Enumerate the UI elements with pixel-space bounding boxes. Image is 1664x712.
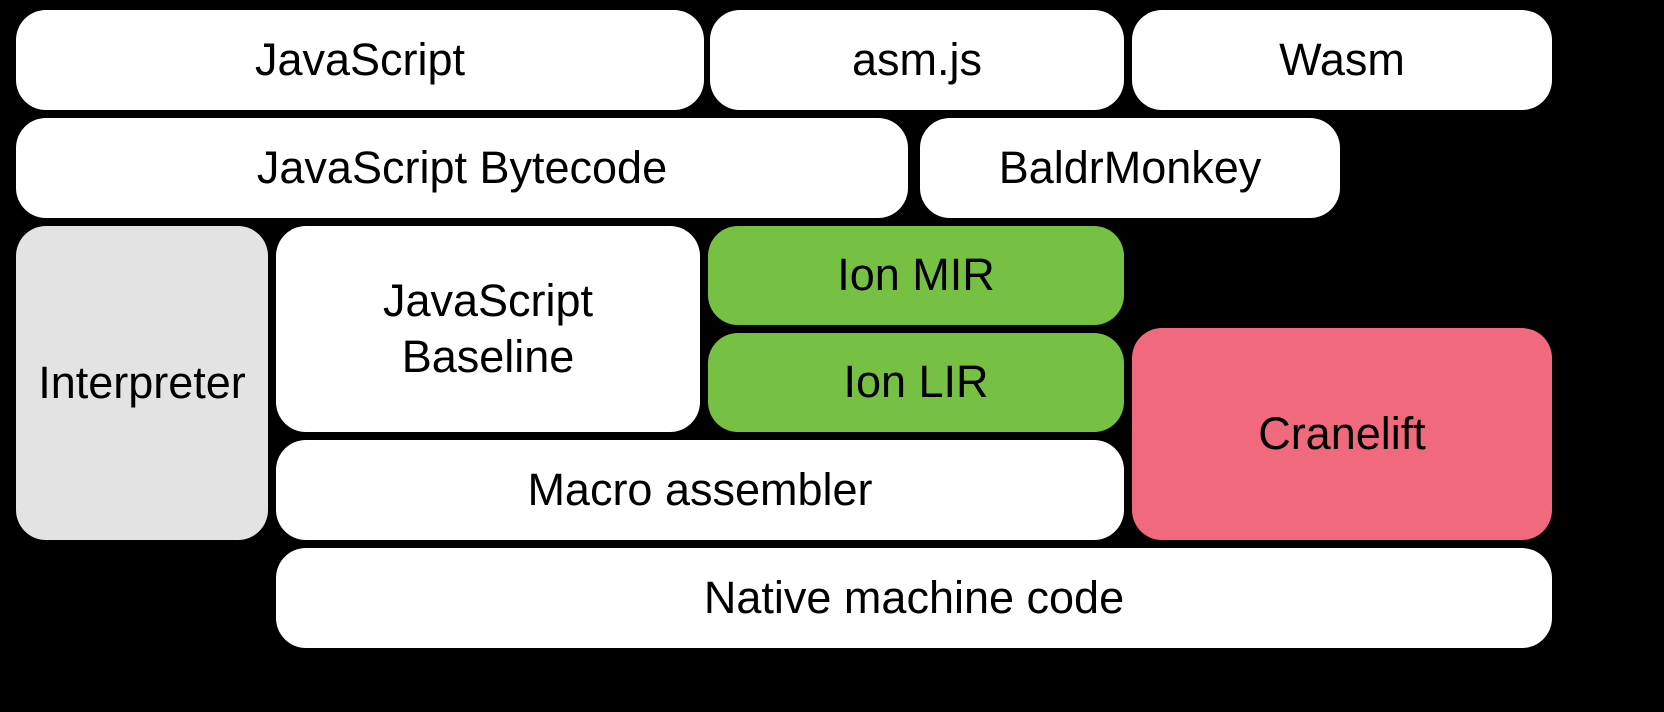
node-javascript-baseline: JavaScript Baseline xyxy=(276,226,700,432)
node-native-machine-code-label: Native machine code xyxy=(703,571,1125,623)
node-interpreter-label: Interpreter xyxy=(38,356,246,408)
node-ion-mir-label: Ion MIR xyxy=(837,249,995,301)
node-wasm: Wasm xyxy=(1132,10,1552,110)
node-javascript-baseline-label: JavaScript Baseline xyxy=(382,274,594,382)
node-cranelift: Cranelift xyxy=(1132,328,1552,540)
node-native-machine-code: Native machine code xyxy=(276,548,1552,648)
node-cranelift-label: Cranelift xyxy=(1258,407,1426,459)
node-ion-lir: Ion LIR xyxy=(708,333,1124,432)
node-javascript-bytecode-label: JavaScript Bytecode xyxy=(256,141,668,193)
node-asmjs-label: asm.js xyxy=(851,33,982,85)
node-wasm-label: Wasm xyxy=(1279,33,1405,85)
node-interpreter: Interpreter xyxy=(16,226,268,540)
node-baldrmonkey-label: BaldrMonkey xyxy=(998,141,1262,193)
node-javascript-bytecode: JavaScript Bytecode xyxy=(16,118,908,218)
node-macro-assembler: Macro assembler xyxy=(276,440,1124,540)
node-javascript: JavaScript xyxy=(16,10,704,110)
node-macro-assembler-label: Macro assembler xyxy=(527,463,873,515)
node-ion-lir-label: Ion LIR xyxy=(843,356,989,408)
node-baldrmonkey: BaldrMonkey xyxy=(920,118,1340,218)
node-javascript-label: JavaScript xyxy=(254,33,466,85)
node-asmjs: asm.js xyxy=(710,10,1124,110)
node-ion-mir: Ion MIR xyxy=(708,226,1124,325)
